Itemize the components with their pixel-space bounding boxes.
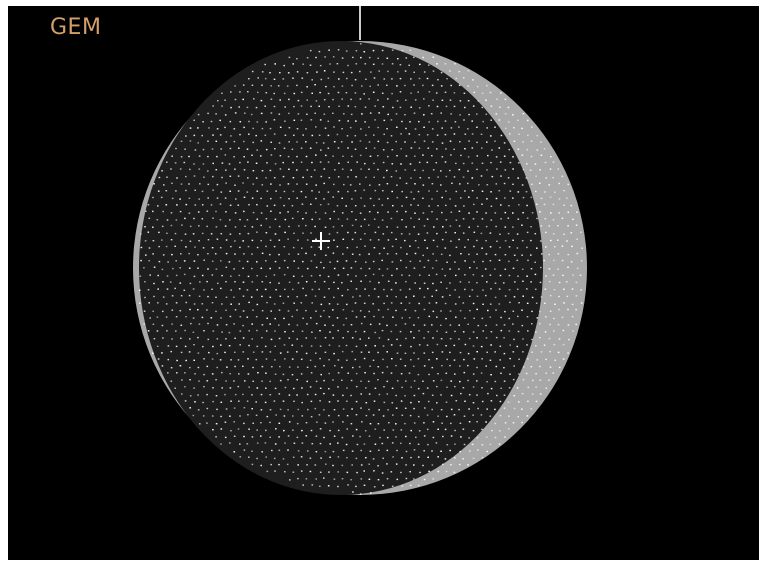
viewport-scene[interactable] — [8, 6, 759, 560]
sphere[interactable] — [133, 41, 587, 495]
crosshair-icon — [312, 232, 330, 250]
3d-viewport[interactable]: GEM — [8, 6, 759, 560]
sphere-vertex-dots — [138, 43, 583, 495]
app-label: GEM — [50, 15, 102, 40]
sphere-dark-face — [139, 41, 543, 495]
